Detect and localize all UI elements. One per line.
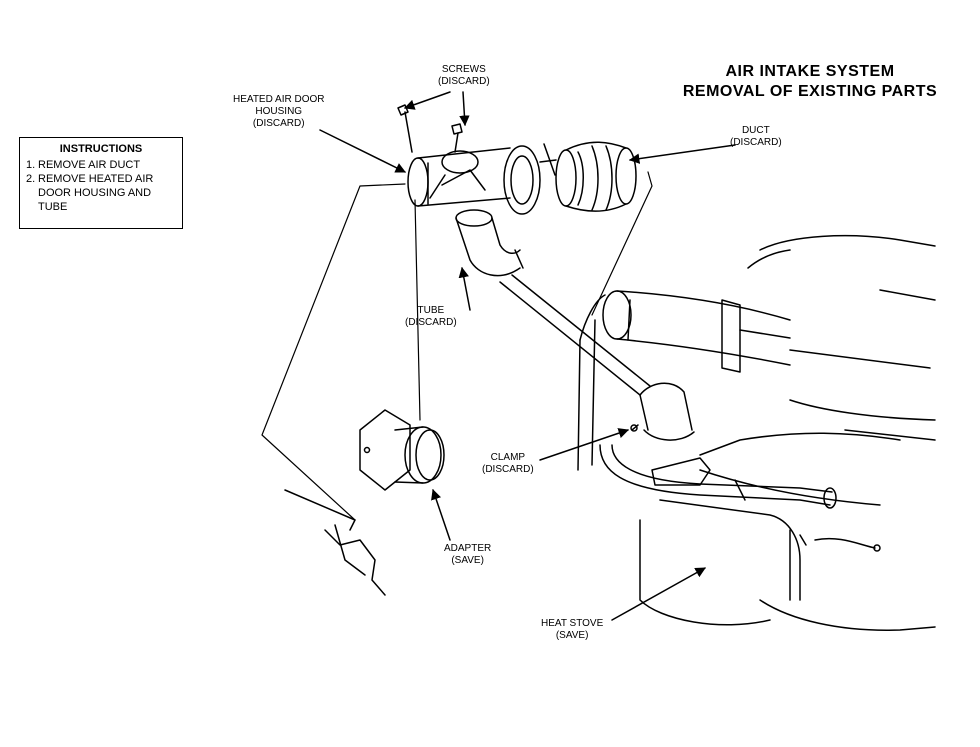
label-heated-air-door-housing: HEATED AIR DOOR HOUSING (DISCARD) [233, 94, 325, 130]
instructions-heading: INSTRUCTIONS [59, 143, 143, 155]
label-duct-line1: DUCT [741, 125, 770, 136]
clamp [630, 382, 695, 441]
label-tube-line1: TUBE [417, 305, 445, 316]
label-screws-line1: SCREWS [441, 64, 486, 75]
label-adapter-line2: (SAVE) [451, 555, 484, 566]
heated-air-door-housing [407, 147, 511, 207]
label-adapter-line1: ADAPTER [444, 543, 492, 554]
duct-ring [503, 143, 557, 215]
label-heat-stove-line2: (SAVE) [555, 630, 589, 641]
instruction-step: 1. REMOVE AIR DUCT [26, 158, 176, 172]
label-screws: SCREWS (DISCARD) [438, 64, 490, 88]
adapter [359, 409, 445, 491]
title-line-2: REMOVAL OF EXISTING PARTS [682, 83, 938, 100]
step-text: REMOVE AIR DUCT [38, 159, 141, 171]
label-housing-line1: HEATED AIR DOOR [233, 94, 325, 105]
step-text: REMOVE HEATED AIR DOOR HOUSING AND TUBE [38, 173, 154, 213]
assembly-leader [261, 171, 653, 521]
label-clamp: CLAMP (DISCARD) [482, 452, 534, 476]
diagram-title: AIR INTAKE SYSTEM REMOVAL OF EXISTING PA… [650, 62, 970, 102]
screws [397, 104, 463, 153]
label-adapter: ADAPTER (SAVE) [444, 543, 491, 567]
label-duct-line2: (DISCARD) [730, 137, 782, 148]
instructions-box: INSTRUCTIONS 1. REMOVE AIR DUCT 2. REMOV… [19, 137, 183, 229]
label-housing-line3: (DISCARD) [252, 118, 305, 129]
label-tube: TUBE (DISCARD) [405, 305, 457, 329]
step-number: 2. [26, 173, 36, 185]
heat-stove [599, 444, 881, 601]
title-line-1: AIR INTAKE SYSTEM [725, 63, 895, 80]
intake-hose [602, 290, 791, 373]
label-housing-line2: HOUSING [255, 106, 303, 117]
instruction-step: 2. REMOVE HEATED AIR DOOR HOUSING AND TU… [26, 172, 176, 214]
label-tube-line2: (DISCARD) [405, 317, 457, 328]
label-screws-line2: (DISCARD) [438, 76, 490, 87]
duct [555, 141, 637, 212]
tube [455, 209, 651, 396]
fender-outline [284, 489, 386, 596]
step-number: 1. [26, 159, 36, 171]
label-clamp-line2: (DISCARD) [482, 464, 534, 475]
label-heat-stove-line1: HEAT STOVE [541, 618, 604, 629]
label-clamp-line1: CLAMP [490, 452, 526, 463]
label-heat-stove: HEAT STOVE (SAVE) [541, 618, 603, 642]
label-duct: DUCT (DISCARD) [730, 125, 782, 149]
engine-outline [577, 234, 936, 631]
leader-lines [319, 91, 736, 621]
